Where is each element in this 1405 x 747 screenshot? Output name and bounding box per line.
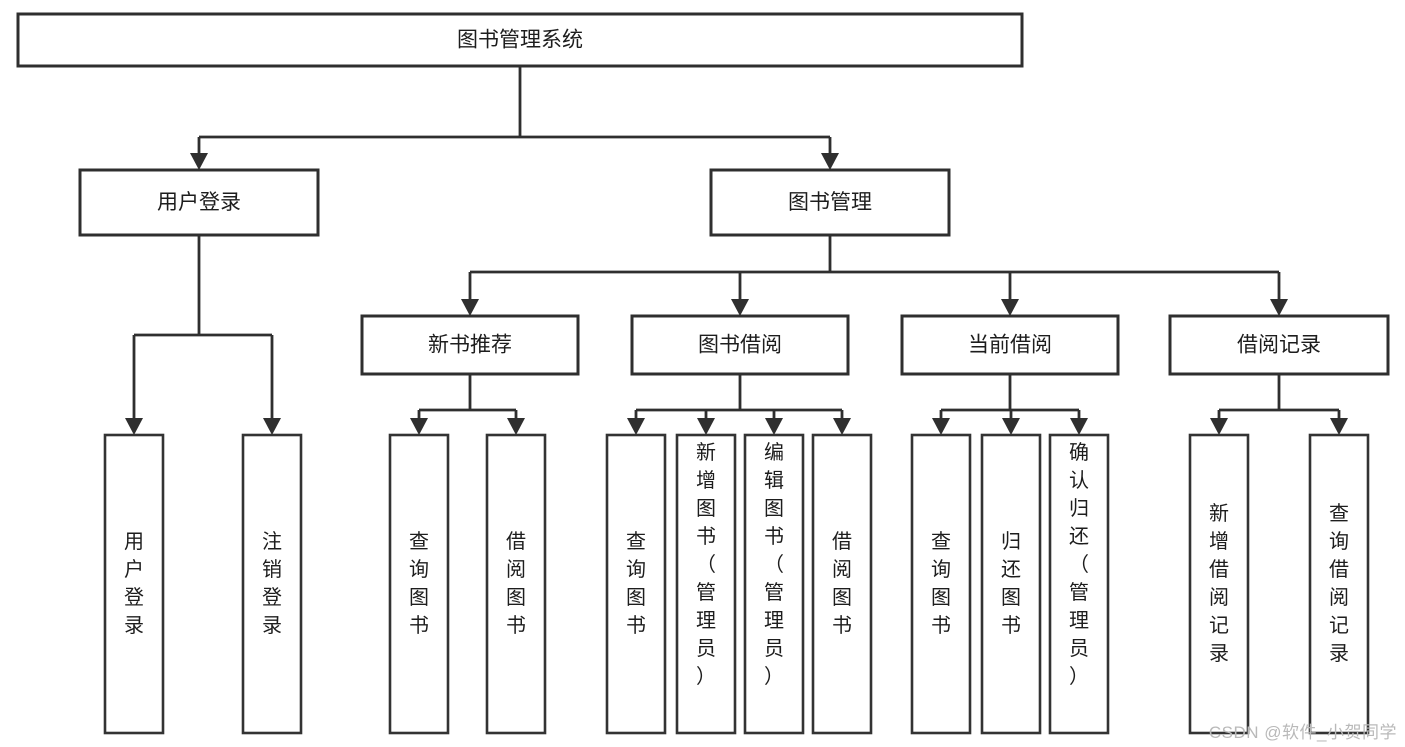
book-manage-branch-arrow-3: [1270, 299, 1288, 316]
node-leaf-9-归还图书-rect: [980, 433, 1042, 735]
node-leaf-4-查询图书-rect: [605, 433, 667, 735]
node-root-图书管理系统[interactable]: 图书管理系统: [16, 12, 1024, 68]
node-leaf-1-注销登录[interactable]: 注销登录: [241, 433, 303, 735]
node-leaf-2-查询图书[interactable]: 查询图书: [388, 433, 450, 735]
node-l2-图书借阅[interactable]: 图书借阅: [630, 314, 850, 376]
node-leaf-4-查询图书-label: 查询图书: [626, 530, 646, 637]
node-leaf-3-借阅图书[interactable]: 借阅图书: [485, 433, 547, 735]
current-borrow-branch-arrow-2: [1070, 418, 1088, 435]
node-leaf-10-确认归还管理员[interactable]: 确认归还（管理员）: [1048, 433, 1110, 735]
book-borrow-branch-arrow-2: [765, 418, 783, 435]
node-l1-用户登录-label: 用户登录: [157, 191, 241, 214]
node-l1-图书管理[interactable]: 图书管理: [709, 168, 951, 237]
node-root-图书管理系统-rect: [16, 12, 1024, 68]
borrow-record-branch-arrow-1: [1330, 418, 1348, 435]
node-l2-当前借阅[interactable]: 当前借阅: [900, 314, 1120, 376]
node-leaf-8-查询图书[interactable]: 查询图书: [910, 433, 972, 735]
node-leaf-4-查询图书[interactable]: 查询图书: [605, 433, 667, 735]
root-branch-arrow-0: [190, 153, 208, 170]
book-manage-branch-arrow-1: [731, 299, 749, 316]
node-leaf-7-借阅图书[interactable]: 借阅图书: [811, 433, 873, 735]
node-leaf-1-注销登录-label: 注销登录: [262, 530, 282, 637]
node-l2-图书借阅-rect: [630, 314, 850, 376]
node-leaf-0-用户登录-rect: [103, 433, 165, 735]
book-borrow-branch-arrow-0: [627, 418, 645, 435]
node-leaf-6-编辑图书管理员[interactable]: 编辑图书（管理员）: [743, 433, 805, 735]
node-leaf-12-查询借阅记录-rect: [1308, 433, 1370, 735]
node-leaf-8-查询图书-rect: [910, 433, 972, 735]
new-book-branch-arrow-0: [410, 418, 428, 435]
node-leaf-11-新增借阅记录-rect: [1188, 433, 1250, 735]
node-l2-借阅记录-rect: [1168, 314, 1390, 376]
node-l1-用户登录-rect: [78, 168, 320, 237]
node-l2-图书借阅-label: 图书借阅: [698, 334, 782, 357]
node-leaf-11-新增借阅记录-label: 新增借阅记录: [1209, 502, 1229, 665]
borrow-record-branch-arrow-0: [1210, 418, 1228, 435]
node-leaf-5-新增图书管理员-label: 新增图书（管理员）: [696, 441, 716, 688]
node-leaf-12-查询借阅记录[interactable]: 查询借阅记录: [1308, 433, 1370, 735]
csdn-watermark: CSDN @软件_小贺同学: [1208, 723, 1397, 742]
user-login-branch-arrow-1: [263, 418, 281, 435]
node-leaf-3-借阅图书-rect: [485, 433, 547, 735]
node-l1-用户登录[interactable]: 用户登录: [78, 168, 320, 237]
connectors-layer: [125, 66, 1348, 435]
node-leaf-10-确认归还管理员-label: 确认归还（管理员）: [1069, 441, 1089, 688]
book-borrow-branch-arrow-1: [697, 418, 715, 435]
node-l2-借阅记录[interactable]: 借阅记录: [1168, 314, 1390, 376]
book-borrow-branch-arrow-3: [833, 418, 851, 435]
node-l2-新书推荐-label: 新书推荐: [428, 334, 512, 357]
node-l2-新书推荐[interactable]: 新书推荐: [360, 314, 580, 376]
node-l1-图书管理-label: 图书管理: [788, 191, 872, 214]
current-borrow-branch-arrow-1: [1002, 418, 1020, 435]
book-manage-branch-arrow-2: [1001, 299, 1019, 316]
node-l2-新书推荐-rect: [360, 314, 580, 376]
node-l2-借阅记录-label: 借阅记录: [1237, 334, 1321, 357]
node-leaf-0-用户登录-label: 用户登录: [124, 531, 144, 637]
node-leaf-1-注销登录-rect: [241, 433, 303, 735]
node-l1-图书管理-rect: [709, 168, 951, 237]
node-leaf-7-借阅图书-label: 借阅图书: [832, 530, 852, 637]
node-l2-当前借阅-rect: [900, 314, 1120, 376]
node-leaf-5-新增图书管理员-rect: [675, 433, 737, 735]
node-root-图书管理系统-label: 图书管理系统: [457, 29, 583, 52]
node-leaf-12-查询借阅记录-label: 查询借阅记录: [1329, 502, 1349, 665]
node-leaf-0-用户登录[interactable]: 用户登录: [103, 433, 165, 735]
node-l2-当前借阅-label: 当前借阅: [968, 334, 1052, 357]
node-leaf-9-归还图书-label: 归还图书: [1001, 530, 1021, 637]
book-manage-branch-arrow-0: [461, 299, 479, 316]
node-leaf-8-查询图书-label: 查询图书: [931, 530, 951, 637]
current-borrow-branch-arrow-0: [932, 418, 950, 435]
root-branch-arrow-1: [821, 153, 839, 170]
node-leaf-2-查询图书-rect: [388, 433, 450, 735]
user-login-branch-arrow-0: [125, 418, 143, 435]
node-leaf-6-编辑图书管理员-rect: [743, 433, 805, 735]
new-book-branch-arrow-1: [507, 418, 525, 435]
node-leaf-2-查询图书-label: 查询图书: [409, 530, 429, 637]
node-leaf-7-借阅图书-rect: [811, 433, 873, 735]
node-leaf-9-归还图书[interactable]: 归还图书: [980, 433, 1042, 735]
node-leaf-11-新增借阅记录[interactable]: 新增借阅记录: [1188, 433, 1250, 735]
node-leaf-5-新增图书管理员[interactable]: 新增图书（管理员）: [675, 433, 737, 735]
node-leaf-6-编辑图书管理员-label: 编辑图书（管理员）: [764, 441, 784, 688]
node-leaf-3-借阅图书-label: 借阅图书: [506, 530, 526, 637]
node-leaf-10-确认归还管理员-rect: [1048, 433, 1110, 735]
nodes-layer: 图书管理系统用户登录图书管理新书推荐图书借阅当前借阅借阅记录用户登录注销登录查询…: [16, 12, 1390, 735]
